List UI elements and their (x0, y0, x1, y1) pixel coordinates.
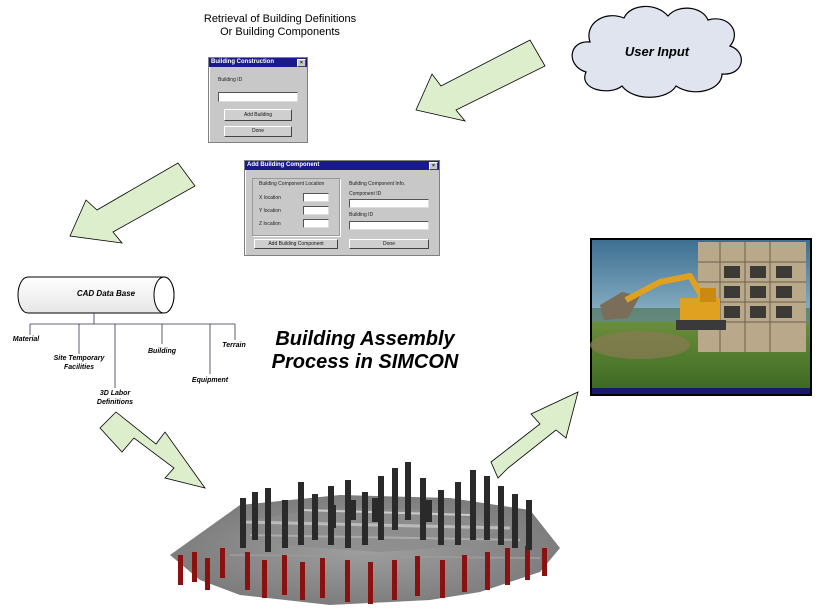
model-column (282, 555, 287, 595)
arrow-to-model (99, 411, 206, 489)
dialog-title-bar: Add Building Component × (245, 161, 439, 170)
model-column (455, 482, 461, 545)
add-building-button[interactable]: Add Building (224, 109, 292, 121)
model-column (378, 476, 384, 540)
x-location-field[interactable] (303, 193, 329, 202)
main-title-line-2: Process in SIMCON (271, 351, 459, 373)
close-icon[interactable]: × (429, 162, 438, 170)
model-column (282, 500, 288, 548)
done-button[interactable]: Done (224, 126, 292, 137)
database-tree-lines (29, 313, 236, 388)
model-column (415, 556, 420, 596)
x-location-label: X location (259, 195, 281, 201)
model-column (525, 546, 530, 580)
model-column (392, 468, 398, 530)
add-building-component-button[interactable]: Add Building Component (254, 239, 338, 249)
model-column (345, 560, 350, 602)
model-column (345, 480, 351, 548)
component-id-field[interactable] (349, 199, 429, 208)
model-column (368, 562, 373, 604)
model-column (426, 500, 432, 522)
caption-line-1: Retrieval of Building Definitions (203, 13, 357, 25)
model-column (240, 498, 246, 548)
arrow-user-input (415, 39, 546, 122)
model-column (330, 505, 336, 528)
model-column (505, 548, 510, 585)
building-3d-model (170, 462, 560, 605)
main-title: Building Assembly Process in SIMCON (240, 328, 490, 374)
model-column (262, 560, 267, 598)
tree-item-terrain: Terrain (222, 342, 246, 349)
model-column (512, 494, 518, 548)
model-column (220, 548, 225, 578)
model-column (300, 562, 305, 600)
model-column (320, 558, 325, 598)
dialog-title: Building Construction (211, 59, 274, 65)
model-column (245, 552, 250, 590)
tree-item-material: Material (12, 336, 40, 343)
model-column (192, 552, 197, 582)
location-group-label: Building Component Location (259, 181, 325, 187)
model-column (205, 558, 210, 590)
building-id-label: Building ID (218, 77, 243, 83)
tree-item-3d-labor-definitions: 3D Labor Definitions (96, 390, 134, 406)
y-location-label: Y location (259, 208, 281, 214)
close-icon[interactable]: × (297, 59, 306, 67)
model-column (405, 462, 411, 520)
tree-item-site-temporary-facilities: Site Temporary Facilities (53, 355, 105, 371)
excavator (600, 273, 726, 330)
dialog-title: Add Building Component (247, 162, 320, 168)
add-building-component-dialog: Add Building Component × Building Compon… (244, 160, 440, 256)
user-input-label: User Input (624, 44, 690, 59)
location-group (252, 178, 340, 236)
component-id-label: Component ID (349, 191, 382, 197)
tree-item-equipment: Equipment (191, 377, 229, 384)
model-column (178, 555, 183, 585)
model-column (484, 476, 490, 540)
tree-item-building: Building (148, 348, 176, 355)
model-column (312, 494, 318, 540)
z-location-field[interactable] (303, 219, 329, 228)
model-column (350, 500, 356, 520)
dialog-title-bar: Building Construction × (209, 58, 307, 67)
model-column (542, 548, 547, 576)
main-title-line-1: Building Assembly (275, 328, 455, 350)
model-column (462, 555, 467, 592)
building-id-field[interactable] (218, 92, 298, 102)
y-location-field[interactable] (303, 206, 329, 215)
model-column (420, 478, 426, 540)
model-column (526, 500, 532, 550)
simulation-screenshot (590, 238, 812, 396)
info-group-label: Building Component Info. (349, 181, 406, 187)
done-button[interactable]: Done (349, 239, 429, 249)
retrieval-caption: Retrieval of Building Definitions Or Bui… (170, 13, 390, 39)
component-building-id-field[interactable] (349, 221, 429, 230)
building-construction-dialog: Building Construction × Building ID Add … (208, 57, 308, 143)
model-column (392, 560, 397, 600)
model-column (252, 492, 258, 540)
model-column (298, 482, 304, 545)
model-column (470, 470, 476, 540)
database-title: CAD Data Base (76, 289, 136, 298)
model-column (372, 498, 378, 522)
model-column (438, 490, 444, 545)
z-location-label: Z location (259, 221, 281, 227)
arrow-to-simulation (490, 391, 579, 479)
model-column (485, 552, 490, 590)
database-cylinder (17, 276, 175, 314)
caption-line-2: Or Building Components (220, 26, 340, 38)
model-column (440, 560, 445, 598)
component-building-id-label: Building ID (349, 212, 374, 218)
model-column (362, 492, 368, 545)
model-column (265, 488, 271, 552)
cloud-shape (571, 5, 742, 98)
model-column (498, 486, 504, 545)
arrow-to-database (69, 162, 196, 244)
